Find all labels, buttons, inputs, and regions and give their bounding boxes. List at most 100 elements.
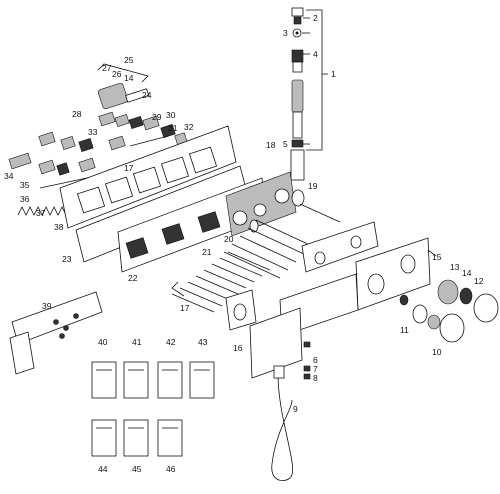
knob-parts	[399, 279, 499, 343]
callout-15: 15	[432, 252, 442, 262]
callout-36: 36	[20, 194, 30, 204]
callout-41: 41	[132, 337, 142, 347]
callout-40: 40	[98, 337, 108, 347]
buttons-40-46	[91, 361, 215, 457]
part-holder-tube	[290, 149, 305, 181]
callout-20: 20	[224, 234, 234, 244]
callout-7: 7	[313, 364, 318, 374]
part-6	[303, 341, 311, 348]
callout-13: 13	[450, 262, 460, 272]
part-42	[157, 361, 183, 399]
callout-5: 5	[283, 139, 288, 149]
part-handle-1	[291, 79, 304, 113]
part-41	[123, 361, 149, 399]
callout-3: 3	[283, 28, 288, 38]
part-outlet-16	[249, 307, 303, 379]
callout-43: 43	[198, 337, 208, 347]
part-20	[232, 210, 248, 226]
part-8	[303, 373, 311, 380]
part-40	[91, 361, 117, 399]
part-35	[38, 159, 56, 175]
part-valve-4	[291, 49, 304, 63]
part-13	[437, 279, 459, 305]
callout-38: 38	[54, 222, 64, 232]
callout-45: 45	[132, 464, 142, 474]
callout-46: 46	[166, 464, 176, 474]
callout-34: 34	[4, 171, 14, 181]
callout-labels: 2 3 4 1 5 6 7 8 9 10 11 12 13 14 14 15 1…	[4, 13, 484, 474]
callout-32: 32	[184, 122, 194, 132]
part-45	[123, 419, 149, 457]
part-21	[197, 211, 221, 233]
part-22	[125, 237, 149, 259]
screws-17-upper	[223, 203, 341, 279]
part-knob-12	[473, 293, 499, 323]
callout-27: 27	[102, 63, 112, 73]
panel-39	[9, 291, 103, 375]
callout-44: 44	[98, 464, 108, 474]
callout-29: 29	[152, 112, 162, 122]
part-44	[91, 419, 117, 457]
callout-11: 11	[400, 325, 409, 335]
callout-14-top: 14	[124, 73, 134, 83]
part-cartridge-24	[98, 82, 128, 110]
cover-plate-15	[301, 221, 437, 311]
bracket-25	[97, 63, 149, 83]
callout-22: 22	[128, 273, 138, 283]
part-14	[459, 287, 473, 305]
cartridge-parts	[8, 63, 188, 216]
inner-module-plates	[117, 171, 305, 273]
callout-24: 24	[142, 90, 152, 100]
callout-33: 33	[88, 127, 98, 137]
callout-35: 35	[20, 180, 30, 190]
callout-21: 21	[202, 247, 212, 257]
callout-39: 39	[42, 301, 52, 311]
callout-19: 19	[308, 181, 318, 191]
part-seal-5	[291, 139, 304, 148]
callout-4: 4	[313, 49, 318, 59]
callout-6: 6	[313, 355, 318, 365]
callout-25: 25	[124, 55, 134, 65]
callout-10: 10	[432, 347, 442, 357]
callout-23: 23	[62, 254, 72, 264]
callout-18: 18	[266, 140, 276, 150]
part-hose-9	[271, 373, 294, 481]
callout-16: 16	[233, 343, 243, 353]
callout-2: 2	[313, 13, 318, 23]
screws-17-lower	[171, 251, 271, 313]
callout-30: 30	[166, 110, 176, 120]
part-nut-2	[291, 7, 304, 17]
part-46	[157, 419, 183, 457]
part-28	[98, 111, 116, 127]
wall-outlet-16	[225, 273, 359, 379]
callout-17-lower: 17	[180, 303, 190, 313]
callout-9: 9	[293, 404, 298, 414]
hand-shower-assembly	[290, 7, 328, 181]
bracket-17	[171, 281, 185, 297]
callout-17-upper: 17	[124, 163, 134, 173]
callout-1: 1	[331, 69, 336, 79]
part-ring-19	[291, 189, 305, 207]
part-34	[8, 152, 32, 170]
part-30	[142, 115, 160, 131]
callout-28: 28	[72, 109, 82, 119]
part-29	[128, 115, 144, 129]
part-insert-2	[293, 16, 302, 25]
callout-42: 42	[166, 337, 176, 347]
callout-37: 37	[36, 208, 46, 218]
callout-12: 12	[474, 276, 484, 286]
part-33	[108, 135, 126, 151]
frame-openings	[76, 146, 218, 214]
hose-assembly	[271, 341, 311, 481]
part-spring-37	[17, 206, 67, 216]
callout-14: 14	[462, 268, 472, 278]
callout-26: 26	[112, 69, 122, 79]
part-7	[303, 365, 311, 372]
part-43	[189, 361, 215, 399]
bracket-1	[306, 9, 323, 151]
part-knob-10	[439, 313, 465, 343]
part-11	[412, 304, 428, 324]
callout-8: 8	[313, 373, 318, 383]
